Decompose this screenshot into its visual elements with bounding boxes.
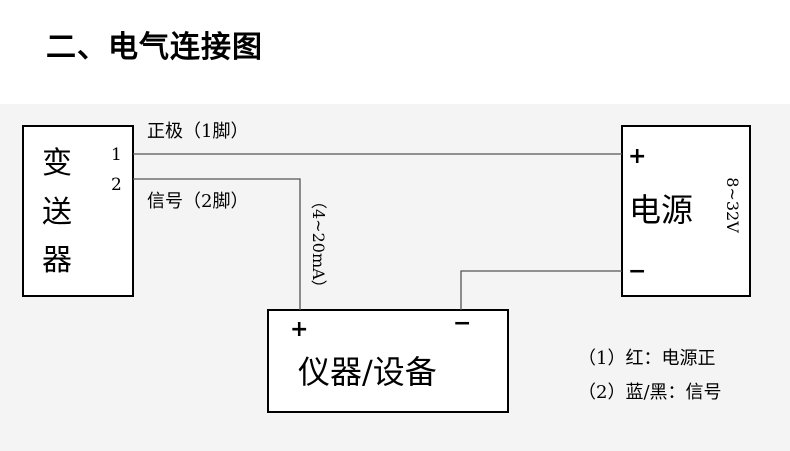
signal-wire-label: 信号（2脚）	[147, 191, 248, 212]
power-minus-terminal: −	[628, 259, 646, 284]
transmitter-label-char-3: 器	[42, 243, 72, 278]
legend-item-2: （2）蓝/黑：信号	[578, 382, 722, 403]
instrument-label: 仪器/设备	[298, 353, 437, 391]
page-title: 二、电气连接图	[46, 30, 263, 65]
transmitter-pin-1-label: 1	[111, 145, 122, 165]
instrument-box	[267, 309, 509, 413]
instrument-minus-terminal: −	[453, 311, 471, 336]
negative-return-wire	[460, 270, 622, 310]
power-supply-label: 电源	[629, 191, 693, 229]
power-voltage-label: 8~32V	[723, 177, 742, 233]
transmitter-label-char-1: 变	[42, 146, 72, 181]
instrument-plus-terminal: +	[290, 317, 308, 342]
power-plus-terminal: +	[628, 144, 646, 169]
current-range-label: （4~20mA）	[309, 193, 328, 296]
transmitter-pin-2-label: 2	[111, 175, 122, 195]
transmitter-label-char-2: 送	[42, 195, 72, 230]
transmitter-box	[22, 125, 134, 297]
power-supply-box	[621, 125, 751, 297]
positive-wire-label: 正极（1脚）	[147, 121, 248, 142]
legend-item-1: （1）红：电源正	[578, 348, 715, 369]
signal-wire	[133, 178, 301, 310]
